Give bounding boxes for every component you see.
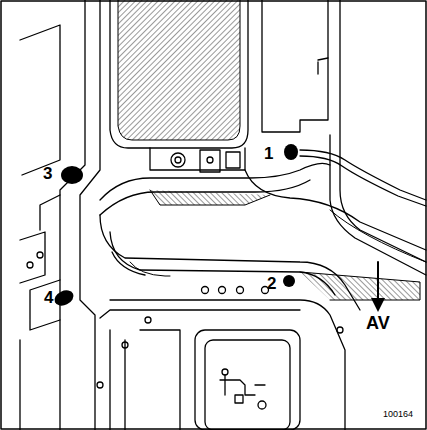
direction-label: AV bbox=[366, 314, 390, 332]
callout-number: 2 bbox=[267, 275, 276, 292]
callout-number: 4 bbox=[44, 289, 53, 306]
callout-number: 1 bbox=[264, 145, 273, 162]
callout-number: 3 bbox=[43, 165, 52, 182]
figure-reference: 100164 bbox=[383, 410, 413, 419]
